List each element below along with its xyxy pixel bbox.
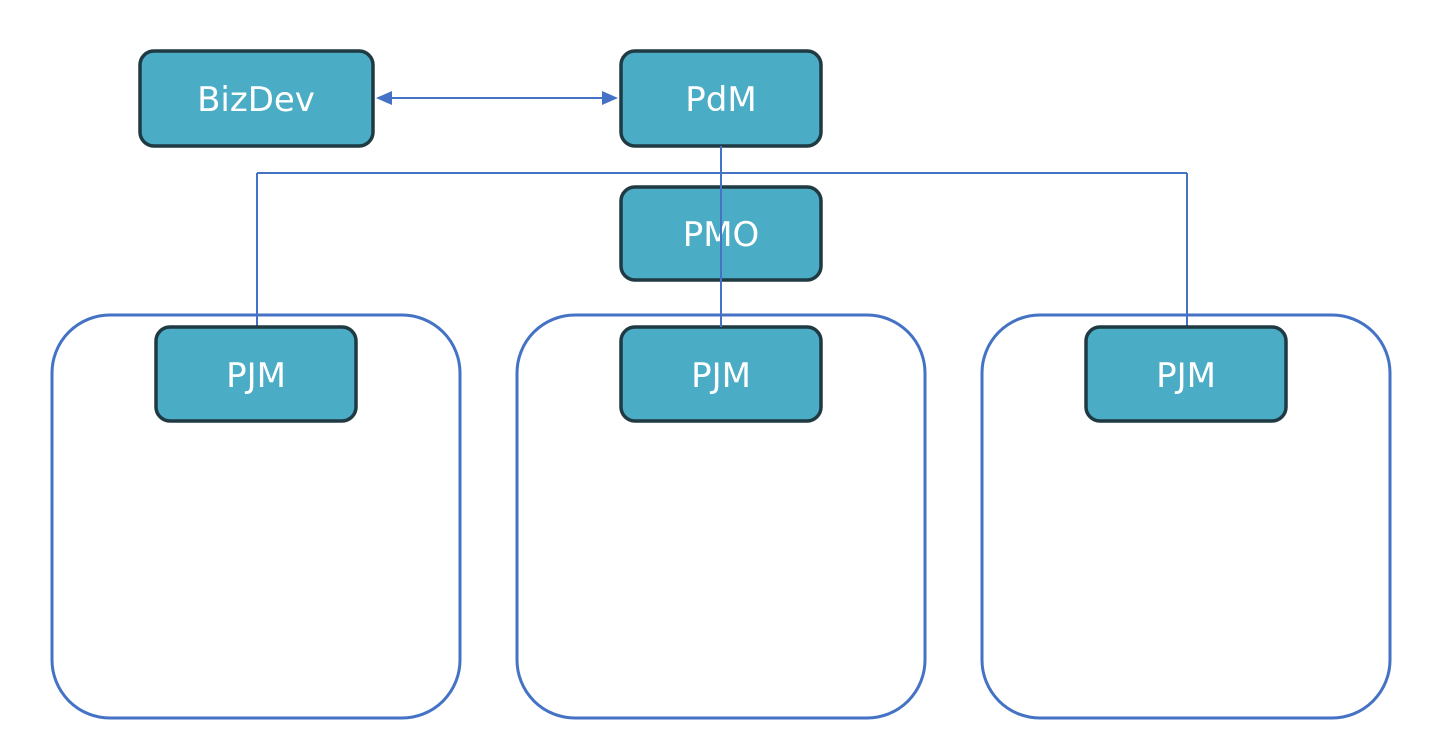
- pjm-center-label: PJM: [691, 356, 751, 396]
- pdm-label: PdM: [685, 80, 756, 120]
- pjm-node-center: PJM: [619, 325, 823, 423]
- pdm-node: PdM: [619, 49, 823, 148]
- pjm-node-right: PJM: [1084, 325, 1288, 423]
- bizdev-label: BizDev: [197, 80, 315, 120]
- pjm-node-left: PJM: [154, 325, 358, 423]
- pjm-right-label: PJM: [1156, 356, 1216, 396]
- arrow-head-right: [602, 91, 618, 105]
- bizdev-node: BizDev: [138, 49, 375, 148]
- pjm-left-label: PJM: [226, 356, 286, 396]
- arrow-head-left: [376, 91, 392, 105]
